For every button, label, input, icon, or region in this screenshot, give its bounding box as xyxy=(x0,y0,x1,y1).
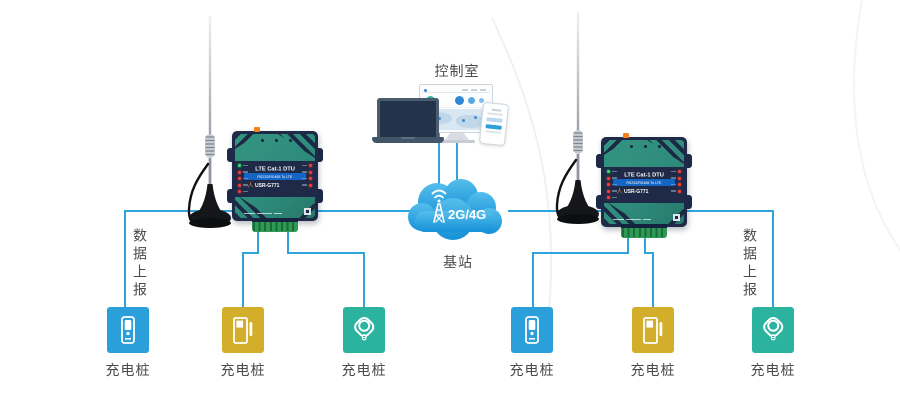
charging-pile-label: 充电桩 xyxy=(750,362,796,378)
dashboard-logo-dot xyxy=(424,89,427,92)
data-report-label-left: 数据上报 xyxy=(132,228,148,300)
charging-pile-label: 充电桩 xyxy=(630,362,676,378)
charging-station-icon xyxy=(233,317,253,344)
dtu-label-band: LTE Cat-1 DTU RS232/RS485 To LTE 人 USR-G… xyxy=(235,161,315,197)
usr-logo-icon: 人 xyxy=(246,182,254,189)
dtu-body: LTE Cat-1 DTU RS232/RS485 To LTE 人 USR-G… xyxy=(232,127,318,221)
dashboard-map xyxy=(422,109,490,130)
control-room-label: 控制室 xyxy=(434,63,480,79)
base-station-cloud: 2G/4G xyxy=(408,179,502,240)
dtu-title: LTE Cat-1 DTU xyxy=(255,165,295,173)
qr-code-icon xyxy=(304,208,311,215)
dtu-front-panel: LTE Cat-1 DTU RS232/RS485 To LTE 人 USR-G… xyxy=(235,134,315,218)
charging-post-icon xyxy=(525,316,539,344)
antenna-left-icon xyxy=(187,16,231,228)
charging-pile-4 xyxy=(511,307,553,353)
led-column-left xyxy=(238,164,248,193)
monitor-stand xyxy=(445,133,469,140)
phone xyxy=(478,101,510,147)
charging-pile-label: 充电桩 xyxy=(341,362,387,378)
monitor-base xyxy=(439,140,475,143)
dtu-label-band: LTE Cat-1 DTU RS232/RS485 To LTE 人 USR-G… xyxy=(604,167,684,203)
led-column-right xyxy=(302,164,312,187)
stat-circle xyxy=(479,98,484,103)
charging-pile-6 xyxy=(752,307,794,353)
charging-pile-label: 充电桩 xyxy=(509,362,555,378)
dtu-title: LTE Cat-1 DTU xyxy=(624,171,664,179)
cloud-shape xyxy=(408,179,502,240)
dtu-device-right: LTE Cat-1 DTU RS232/RS485 To LTE 人 USR-G… xyxy=(596,133,692,239)
network-type-text: 2G/4G xyxy=(448,207,486,222)
laptop xyxy=(377,98,439,138)
signal-tower-icon xyxy=(431,189,447,223)
usr-logo-icon: 人 xyxy=(615,188,623,195)
antenna-right-icon xyxy=(555,12,599,224)
laptop-base xyxy=(372,137,444,143)
dtu-subtitle: RS232/RS485 To LTE xyxy=(626,180,662,185)
led-column-left xyxy=(607,170,617,199)
terminal-block xyxy=(621,224,667,238)
charging-gun-icon xyxy=(762,316,783,341)
charging-pile-label: 充电桩 xyxy=(220,362,266,378)
charging-pile-1 xyxy=(107,307,149,353)
qr-code-icon xyxy=(673,214,680,221)
base-station-label: 基站 xyxy=(443,254,473,270)
charging-gun-icon xyxy=(353,316,374,341)
led-column-right xyxy=(671,170,681,193)
data-report-label-right: 数据上报 xyxy=(742,228,758,300)
charging-station-icon xyxy=(643,317,663,344)
dashboard-topbar xyxy=(422,87,490,93)
dtu-front-panel: LTE Cat-1 DTU RS232/RS485 To LTE 人 USR-G… xyxy=(604,140,684,224)
dtu-model: USR-G771 xyxy=(623,188,648,195)
terminal-block xyxy=(252,218,298,232)
charging-pile-label: 充电桩 xyxy=(105,362,151,378)
charging-pile-5 xyxy=(632,307,674,353)
charging-post-icon xyxy=(121,316,135,344)
stat-circle xyxy=(455,96,464,105)
antenna-connector-icon xyxy=(254,127,260,132)
dtu-subtitle: RS232/RS485 To LTE xyxy=(257,174,293,179)
dtu-model: USR-G771 xyxy=(254,182,279,189)
antenna-connector-icon xyxy=(623,133,629,138)
dtu-body: LTE Cat-1 DTU RS232/RS485 To LTE 人 USR-G… xyxy=(601,133,687,227)
charging-pile-2 xyxy=(222,307,264,353)
charging-pile-3 xyxy=(343,307,385,353)
dashboard-screen xyxy=(422,87,490,130)
stat-circle xyxy=(468,97,475,104)
dtu-device-left: LTE Cat-1 DTU RS232/RS485 To LTE 人 USR-G… xyxy=(227,127,323,233)
